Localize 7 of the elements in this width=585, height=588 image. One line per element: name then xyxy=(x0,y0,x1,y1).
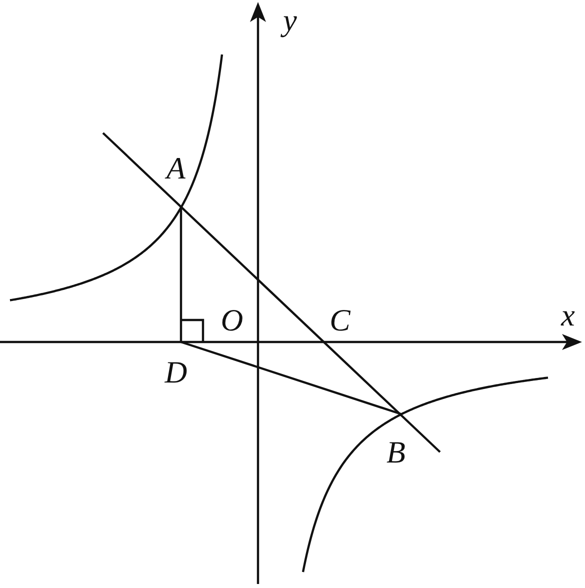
point-label: y xyxy=(283,4,297,36)
point-label: C xyxy=(330,304,350,336)
point-label: D xyxy=(164,356,188,388)
point-label: B xyxy=(386,436,406,468)
point-label: O xyxy=(220,304,244,336)
point-label: A xyxy=(166,152,186,184)
point-label: x xyxy=(561,300,575,330)
